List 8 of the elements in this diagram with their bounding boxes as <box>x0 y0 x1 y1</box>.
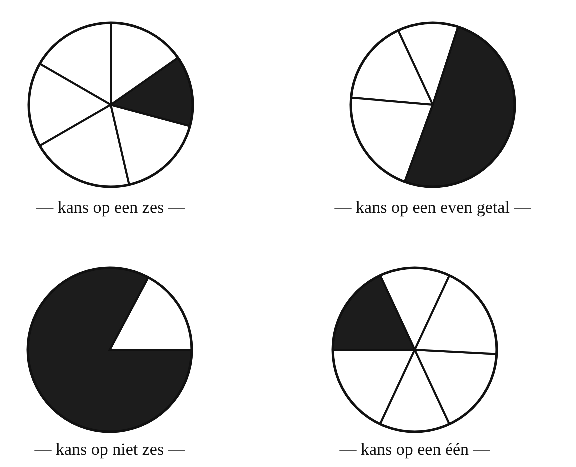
node-label: — kans op niet zes — <box>34 440 186 460</box>
pie-drawing <box>349 21 517 189</box>
pie-drawing <box>331 266 499 434</box>
node-label: — kans op een even getal — <box>334 198 532 218</box>
node-label: — kans op een zes — <box>36 198 186 218</box>
pie-drawing <box>27 21 195 189</box>
pie-drawing <box>26 266 194 434</box>
node-label: — kans op een één — <box>340 440 490 460</box>
